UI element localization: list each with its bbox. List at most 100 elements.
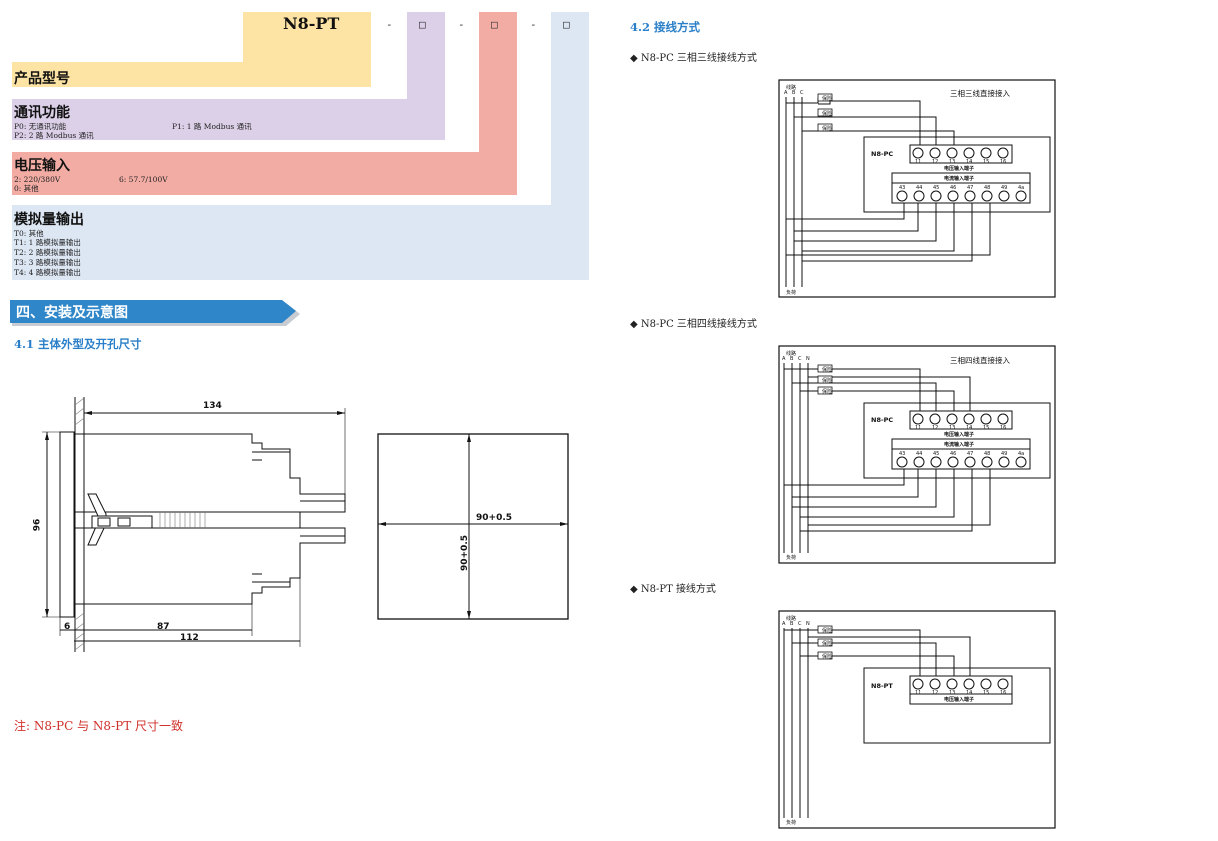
d3-load-label: 负荷: [786, 820, 797, 826]
svg-text:16: 16: [1000, 425, 1006, 431]
caption-3p4w: ◆ N8-PC 三相四线接线方式: [630, 319, 757, 330]
separator-3: -: [530, 18, 537, 31]
svg-text:45: 45: [933, 185, 939, 191]
analog-option-t4: T4: 4 路模拟量输出: [14, 268, 81, 277]
analog-option-t1: T1: 1 路模拟量输出: [14, 238, 81, 247]
svg-text:保险: 保险: [822, 366, 832, 373]
svg-text:12: 12: [932, 159, 938, 165]
d1-voltage-terminal-label: 电压输入端子: [944, 166, 975, 172]
svg-text:13: 13: [949, 690, 955, 696]
voltage-title: 电压输入: [14, 158, 70, 174]
section-4-2-title: 4.2 接线方式: [630, 20, 701, 34]
section-4-1-title: 4.1 主体外型及开孔尺寸: [14, 337, 142, 351]
d2-current-terminal-label: 电流输入端子: [944, 442, 975, 448]
voltage-option-0: 0: 其他: [14, 184, 39, 193]
svg-text:4a: 4a: [1018, 451, 1024, 457]
dimension-drawing: [42, 397, 569, 652]
product-title: 产品型号: [14, 71, 70, 87]
dim-6: 6: [64, 622, 71, 632]
svg-text:保险: 保险: [822, 640, 832, 647]
d1-load-label: 负荷: [786, 290, 797, 296]
caption-3p3w: ◆ N8-PC 三相三线接线方式: [630, 53, 757, 64]
d1-current-terminal-label: 电流输入端子: [944, 176, 975, 182]
d1-phase-a: A: [784, 90, 788, 96]
separator-2: -: [458, 18, 465, 31]
separator-1: -: [386, 18, 393, 31]
placeholder-analog: □: [563, 18, 570, 31]
comm-title: 通讯功能: [14, 105, 70, 121]
svg-text:保险: 保险: [822, 388, 832, 395]
svg-text:44: 44: [916, 451, 922, 457]
svg-text:12: 12: [932, 690, 938, 696]
d3-phase-c: C: [798, 621, 802, 627]
d3-line-label: 线路: [786, 616, 797, 622]
d1-line-label: 线路: [786, 85, 797, 91]
d2-phase-n: N: [806, 356, 810, 362]
dim-87: 87: [157, 622, 170, 632]
svg-text:14: 14: [966, 690, 972, 696]
svg-text:保险: 保险: [822, 110, 832, 117]
d2-phase-a: A: [782, 356, 786, 362]
svg-text:13: 13: [949, 159, 955, 165]
d2-phase-b: B: [790, 356, 794, 362]
svg-text:11: 11: [915, 159, 921, 165]
svg-text:48: 48: [984, 451, 990, 457]
svg-text:43: 43: [899, 451, 905, 457]
model-name: N8-PT: [283, 14, 340, 33]
placeholder-comm: □: [419, 18, 426, 31]
band-analog-row: [12, 205, 589, 280]
d1-phase-b: B: [792, 90, 796, 96]
svg-text:14: 14: [966, 159, 972, 165]
comm-option-p1: P1: 1 路 Modbus 通讯: [172, 122, 252, 131]
size-note: 注: N8-PC 与 N8-PT 尺寸一致: [14, 719, 184, 733]
caption-pt: ◆ N8-PT 接线方式: [630, 584, 716, 595]
svg-text:15: 15: [983, 690, 989, 696]
svg-text:44: 44: [916, 185, 922, 191]
svg-text:16: 16: [1000, 159, 1006, 165]
svg-text:47: 47: [967, 185, 973, 191]
svg-text:保险: 保险: [822, 377, 832, 384]
svg-text:49: 49: [1001, 185, 1007, 191]
dim-112: 112: [180, 633, 199, 643]
d2-load-label: 负荷: [786, 555, 797, 561]
svg-text:保险: 保险: [822, 653, 832, 660]
analog-option-t2: T2: 2 路模拟量输出: [14, 248, 81, 257]
svg-text:45: 45: [933, 451, 939, 457]
d2-phase-c: C: [798, 356, 802, 362]
svg-text:49: 49: [1001, 451, 1007, 457]
band-volt-row: [12, 152, 517, 195]
svg-text:46: 46: [950, 451, 956, 457]
band-product-row: [12, 62, 371, 87]
chapter-banner: [10, 300, 300, 326]
svg-text:16: 16: [1000, 690, 1006, 696]
analog-option-t0: T0: 其他: [14, 229, 44, 238]
svg-text:13: 13: [949, 425, 955, 431]
dim-134: 134: [203, 401, 222, 411]
svg-text:11: 11: [915, 690, 921, 696]
d3-phase-b: B: [790, 621, 794, 627]
placeholder-volt: □: [491, 18, 498, 31]
band-comm-row: [12, 99, 445, 140]
svg-text:46: 46: [950, 185, 956, 191]
svg-text:保险: 保险: [822, 125, 832, 132]
d2-device-label: N8-PC: [871, 416, 894, 424]
svg-text:保险: 保险: [822, 627, 832, 634]
d2-title: 三相四线直接接入: [950, 356, 1010, 365]
d3-phase-a: A: [782, 621, 786, 627]
svg-text:47: 47: [967, 451, 973, 457]
svg-text:4a: 4a: [1018, 185, 1024, 191]
svg-text:14: 14: [966, 425, 972, 431]
d2-line-label: 线路: [786, 351, 797, 357]
analog-title: 模拟量输出: [14, 212, 84, 228]
comm-option-p2: P2: 2 路 Modbus 通讯: [14, 131, 94, 140]
dim-96: 96: [32, 518, 43, 532]
svg-text:12: 12: [932, 425, 938, 431]
svg-text:15: 15: [983, 159, 989, 165]
d1-device-label: N8-PC: [871, 150, 894, 158]
svg-text:48: 48: [984, 185, 990, 191]
voltage-option-6: 6: 57.7/100V: [119, 175, 168, 184]
svg-text:11: 11: [915, 425, 921, 431]
